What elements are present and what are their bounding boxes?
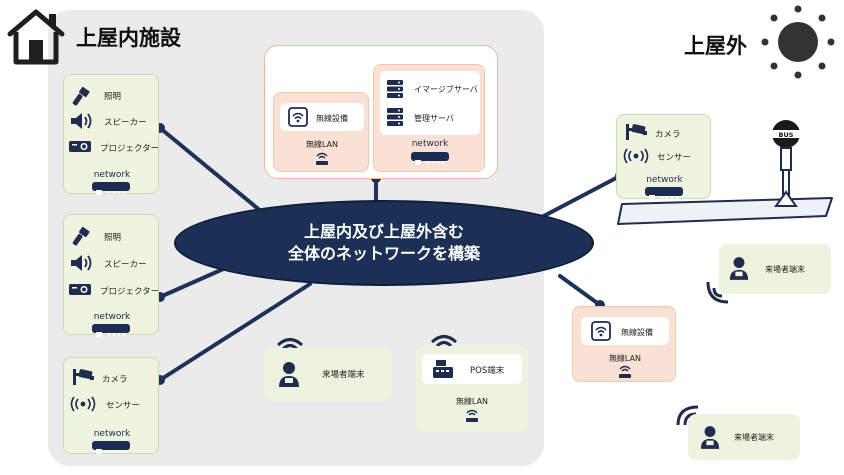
network-switch-icon <box>411 152 449 165</box>
visitor-terminal-label: 来場者端末 <box>765 265 805 274</box>
server-icon <box>386 107 404 131</box>
projector-icon <box>68 281 94 301</box>
wireless-ap-icon <box>464 408 480 428</box>
network-label: network <box>93 312 131 322</box>
wireless-lan-label: 無線LAN <box>455 397 489 406</box>
device-label: スピーカー <box>104 118 147 128</box>
outdoor-title: 上屋外 <box>684 34 747 58</box>
network-switch-icon <box>92 324 130 337</box>
pos-terminal-group: POS端末 無線LAN <box>416 346 528 432</box>
line-left-group-1 <box>158 126 264 214</box>
wifi-icon <box>706 280 730 308</box>
wireless-equipment-label: 無線設備 <box>316 114 348 123</box>
network-label: network <box>93 170 131 180</box>
visitor-terminal-indoor: 来場者端末 <box>264 348 392 401</box>
speaker-icon <box>69 253 93 277</box>
server-group: 無線設備 無線LAN イマージブサーバ 管理サーバ network <box>264 45 498 179</box>
flashlight-icon <box>72 225 90 251</box>
line-outdoor-camera <box>538 174 622 220</box>
wireless-ap-icon <box>314 151 330 171</box>
device-label: プロジェクター <box>100 287 160 297</box>
wireless-equipment-box: 無線設備 <box>280 103 364 131</box>
wireless-lan-label: 無線LAN <box>305 140 339 149</box>
flashlight-icon <box>72 85 90 111</box>
visitor-user-icon <box>729 255 749 285</box>
hub-text-line-2: 全体のネットワークを構築 <box>287 244 480 263</box>
camera-icon <box>72 368 96 390</box>
device-group-lighting-2: 照明 スピーカー プロジェクター network <box>63 214 160 337</box>
wifi-router-icon <box>288 107 308 131</box>
visitor-user-icon <box>700 424 720 454</box>
server-panel: イマージブサーバ 管理サーバ network <box>373 64 485 172</box>
visitor-terminal-outdoor-1: 来場者端末 <box>719 244 831 294</box>
visitor-terminal-outdoor-2: 来場者端末 <box>688 414 800 460</box>
cash-register-icon <box>432 359 454 383</box>
wireless-equipment-label: 無線設備 <box>621 328 653 337</box>
visitor-terminal-label: 来場者端末 <box>734 433 774 442</box>
wifi-router-icon <box>591 321 611 345</box>
device-label: カメラ <box>655 130 681 140</box>
bus-stop-sign-icon <box>762 118 810 214</box>
network-label: network <box>93 429 131 439</box>
device-group-camera-indoor: カメラ センサー network <box>63 357 159 454</box>
server-label: イマージブサーバ <box>414 85 478 94</box>
wireless-equipment-panel: 無線設備 無線LAN <box>273 92 369 172</box>
network-hub: 上屋内及び上屋外含む 全体のネットワークを構築 <box>174 200 594 286</box>
sensor-icon <box>623 148 649 168</box>
device-label: 照明 <box>104 92 122 102</box>
visitor-terminal-label: 来場者端末 <box>322 370 365 380</box>
device-group-lighting-1: 照明 スピーカー プロジェクター network <box>63 74 160 195</box>
bus-sign-label: BUS <box>778 131 794 139</box>
device-label: 照明 <box>104 233 122 243</box>
server-icon <box>386 79 404 103</box>
device-label: スピーカー <box>104 260 147 270</box>
line-left-group-3 <box>158 282 312 382</box>
sensor-icon <box>70 396 96 416</box>
hub-text-line-1: 上屋内及び上屋外含む <box>303 222 464 241</box>
sun-icon <box>758 4 838 84</box>
device-label: センサー <box>657 153 692 163</box>
indoor-title: 上屋内施設 <box>76 26 181 50</box>
wireless-equipment-outdoor: 無線設備 無線LAN <box>572 306 676 382</box>
visitor-user-icon <box>278 360 300 392</box>
pos-terminal-label: POS端末 <box>470 366 505 376</box>
device-label: センサー <box>106 401 141 411</box>
pos-terminal-box: POS端末 <box>422 354 522 384</box>
network-switch-icon <box>645 187 683 200</box>
house-icon <box>4 6 68 70</box>
speaker-icon <box>69 111 93 135</box>
line-left-group-2 <box>158 264 232 299</box>
network-label: network <box>411 139 449 149</box>
network-label: network <box>646 175 683 185</box>
device-group-camera-outdoor: カメラ センサー network <box>616 114 711 200</box>
camera-icon <box>625 123 649 145</box>
wireless-equipment-box: 無線設備 <box>581 317 669 345</box>
wireless-ap-icon <box>617 364 633 384</box>
wireless-lan-label: 無線LAN <box>608 354 642 363</box>
line-outdoor-wireless <box>558 274 602 307</box>
server-list-box: イマージブサーバ 管理サーバ <box>380 71 480 135</box>
network-switch-icon <box>92 182 130 195</box>
device-label: プロジェクター <box>100 144 160 154</box>
network-switch-icon <box>92 441 130 454</box>
server-label: 管理サーバ <box>414 114 454 123</box>
projector-icon <box>68 138 94 158</box>
device-label: カメラ <box>102 375 128 385</box>
